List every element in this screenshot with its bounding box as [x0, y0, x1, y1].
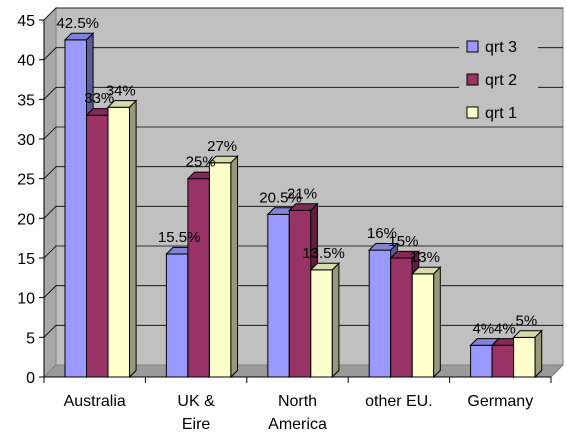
- y-tick-label: 30: [17, 132, 35, 149]
- value-axis: 0 5 10 15 20 25 30 35 40 45: [17, 13, 552, 387]
- data-label: 25%: [186, 154, 216, 171]
- data-label: 33%: [84, 90, 114, 107]
- bar-face: [267, 213, 290, 378]
- bar: [309, 262, 341, 379]
- legend-label: qrt 3: [485, 39, 517, 56]
- bar-side: [331, 262, 340, 379]
- legend-item: qrt 2: [466, 72, 517, 89]
- data-label: 16%: [367, 225, 397, 242]
- bar-face: [208, 162, 232, 378]
- bar-side: [534, 329, 543, 379]
- category-label: Germany: [467, 393, 533, 410]
- bar-face: [310, 269, 333, 378]
- category-label: Australia: [64, 393, 126, 410]
- y-tick-label: 10: [17, 291, 35, 308]
- data-label: 4%: [494, 320, 516, 337]
- y-tick-label: 35: [17, 92, 35, 109]
- legend-swatch: [466, 40, 479, 53]
- category-label: UK &Eire: [177, 393, 215, 433]
- gridline: [43, 86, 563, 100]
- y-tick-label: 40: [17, 53, 35, 70]
- legend-label: qrt 2: [485, 72, 517, 89]
- data-label: 13%: [410, 249, 440, 266]
- gridline: [43, 126, 563, 140]
- y-tick-label: 45: [17, 13, 35, 30]
- bar-face: [288, 209, 312, 378]
- legend-item: qrt 1: [466, 105, 517, 122]
- bar-face: [187, 178, 210, 378]
- gridline: [43, 166, 563, 179]
- data-labels: 42.5% 33%34% 15.5% 25%27% 20.5%21% 13.5% 16%15…: [56, 15, 537, 337]
- data-label: 20.5%: [259, 189, 302, 206]
- bar-face: [86, 114, 109, 378]
- bar: [410, 266, 442, 379]
- data-label: 5%: [516, 312, 538, 329]
- y-tick-label: 0: [26, 370, 35, 387]
- gridline: [43, 205, 563, 219]
- gridline: [43, 47, 563, 60]
- legend: qrt 3 qrt 2 qrt 1: [459, 28, 538, 124]
- bar-face: [491, 344, 515, 378]
- legend-label: qrt 1: [485, 105, 517, 122]
- y-tick-label: 20: [17, 211, 35, 228]
- legend-swatch: [466, 106, 479, 119]
- bar-side: [433, 266, 441, 379]
- category-label: other EU.: [365, 393, 433, 410]
- bar: [106, 99, 138, 379]
- y-tick-label: 25: [17, 172, 35, 189]
- data-label: 15%: [388, 233, 418, 250]
- gridline: [43, 7, 563, 21]
- bar-series: [63, 32, 543, 379]
- bar-side: [129, 99, 137, 379]
- y-tick-label: 15: [17, 251, 35, 268]
- legend-item: qrt 3: [466, 39, 517, 56]
- bar: [512, 329, 543, 379]
- data-label: 15.5%: [158, 229, 201, 246]
- data-label: 21%: [287, 185, 317, 202]
- y-tick-label: 5: [26, 330, 35, 347]
- data-label: 4%: [473, 320, 495, 337]
- data-label: 27%: [207, 138, 237, 155]
- data-label: 34%: [106, 82, 136, 99]
- bar-face: [513, 336, 536, 378]
- bar-face: [470, 344, 493, 378]
- side-wall: [43, 6, 57, 379]
- bar-side: [230, 154, 238, 379]
- legend-swatch: [466, 73, 479, 86]
- data-label: 13.5%: [302, 245, 345, 262]
- bar-face: [107, 106, 130, 378]
- data-label: 42.5%: [56, 15, 99, 32]
- bar-face: [390, 257, 413, 378]
- bar-face: [368, 249, 392, 378]
- bar-face: [411, 273, 435, 378]
- bar: [208, 154, 239, 379]
- bar-face: [165, 253, 189, 378]
